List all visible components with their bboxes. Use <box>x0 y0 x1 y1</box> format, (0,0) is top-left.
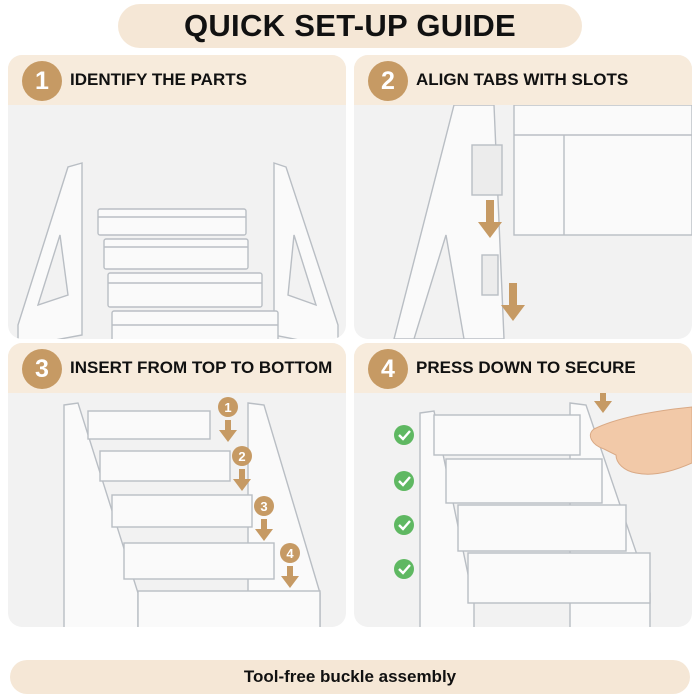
marker-4-number: 4 <box>286 546 294 561</box>
marker-1: 1 <box>218 397 238 442</box>
step-2-panel: 2 ALIGN TABS WITH SLOTS <box>354 55 692 339</box>
tray-2 <box>445 458 603 504</box>
check-icons <box>394 425 414 579</box>
marker-2: 2 <box>232 446 252 491</box>
step-3-panel: 3 INSERT FROM TOP TO BOTTOM 1 2 <box>8 343 346 627</box>
marker-3: 3 <box>254 496 274 541</box>
tray-top <box>87 410 211 440</box>
step-3-header <box>8 343 346 393</box>
step-4-number-badge: 4 <box>368 349 408 389</box>
page-title: QUICK SET-UP GUIDE <box>183 8 517 43</box>
left-side-panel <box>419 410 475 627</box>
tab-slot-closeup-illustration <box>393 105 692 339</box>
step-4-label: PRESS DOWN TO SECURE <box>416 358 636 377</box>
check-icon-1 <box>394 425 414 445</box>
step-4-header <box>354 343 692 393</box>
left-side-panel <box>17 162 83 339</box>
down-arrow-icon <box>478 200 525 321</box>
step-1-header <box>8 55 346 105</box>
tray-top <box>433 414 581 456</box>
step-2-number-badge: 2 <box>368 61 408 101</box>
tray-bottom <box>137 590 321 627</box>
check-icon-4 <box>394 559 414 579</box>
step-2-label: ALIGN TABS WITH SLOTS <box>416 70 629 89</box>
step-2-header <box>354 55 692 105</box>
tray-bottom <box>467 552 651 604</box>
insertion-illustration: 1 2 3 4 <box>63 397 321 627</box>
pointing-hand-icon <box>589 406 692 475</box>
tray-tab <box>471 144 503 196</box>
down-arrow-icon <box>594 393 612 413</box>
title-banner: QUICK SET-UP GUIDE <box>118 4 582 48</box>
check-icon-2 <box>394 471 414 491</box>
tray-3 <box>107 272 263 308</box>
parts-illustration <box>17 162 339 339</box>
marker-3-number: 3 <box>260 499 267 514</box>
marker-2-number: 2 <box>238 449 245 464</box>
tray-2 <box>103 238 249 270</box>
step-markers: 1 2 3 4 <box>218 397 300 588</box>
marker-4: 4 <box>280 543 300 588</box>
tray-3 <box>111 494 253 528</box>
step-1-panel: 1 IDENTIFY THE PARTS <box>8 55 346 339</box>
step-3-number-badge: 3 <box>22 349 62 389</box>
step-1-number-badge: 1 <box>22 61 62 101</box>
assembled-organizer-illustration <box>394 393 692 627</box>
footer-caption: Tool-free buckle assembly <box>243 667 457 686</box>
right-side-panel <box>273 162 339 339</box>
tray-end <box>513 105 692 236</box>
tray-2 <box>99 450 231 482</box>
panel-slot <box>481 254 499 296</box>
step-4-panel: 4 PRESS DOWN TO SECURE <box>354 343 692 627</box>
tray-3 <box>457 504 627 552</box>
step-1-label: IDENTIFY THE PARTS <box>70 70 247 89</box>
tray-top <box>97 208 247 236</box>
footer-banner: Tool-free buckle assembly <box>10 660 690 694</box>
tray-4 <box>123 542 275 580</box>
marker-1-number: 1 <box>224 400 231 415</box>
check-icon-3 <box>394 515 414 535</box>
step-3-label: INSERT FROM TOP TO BOTTOM <box>70 358 333 377</box>
